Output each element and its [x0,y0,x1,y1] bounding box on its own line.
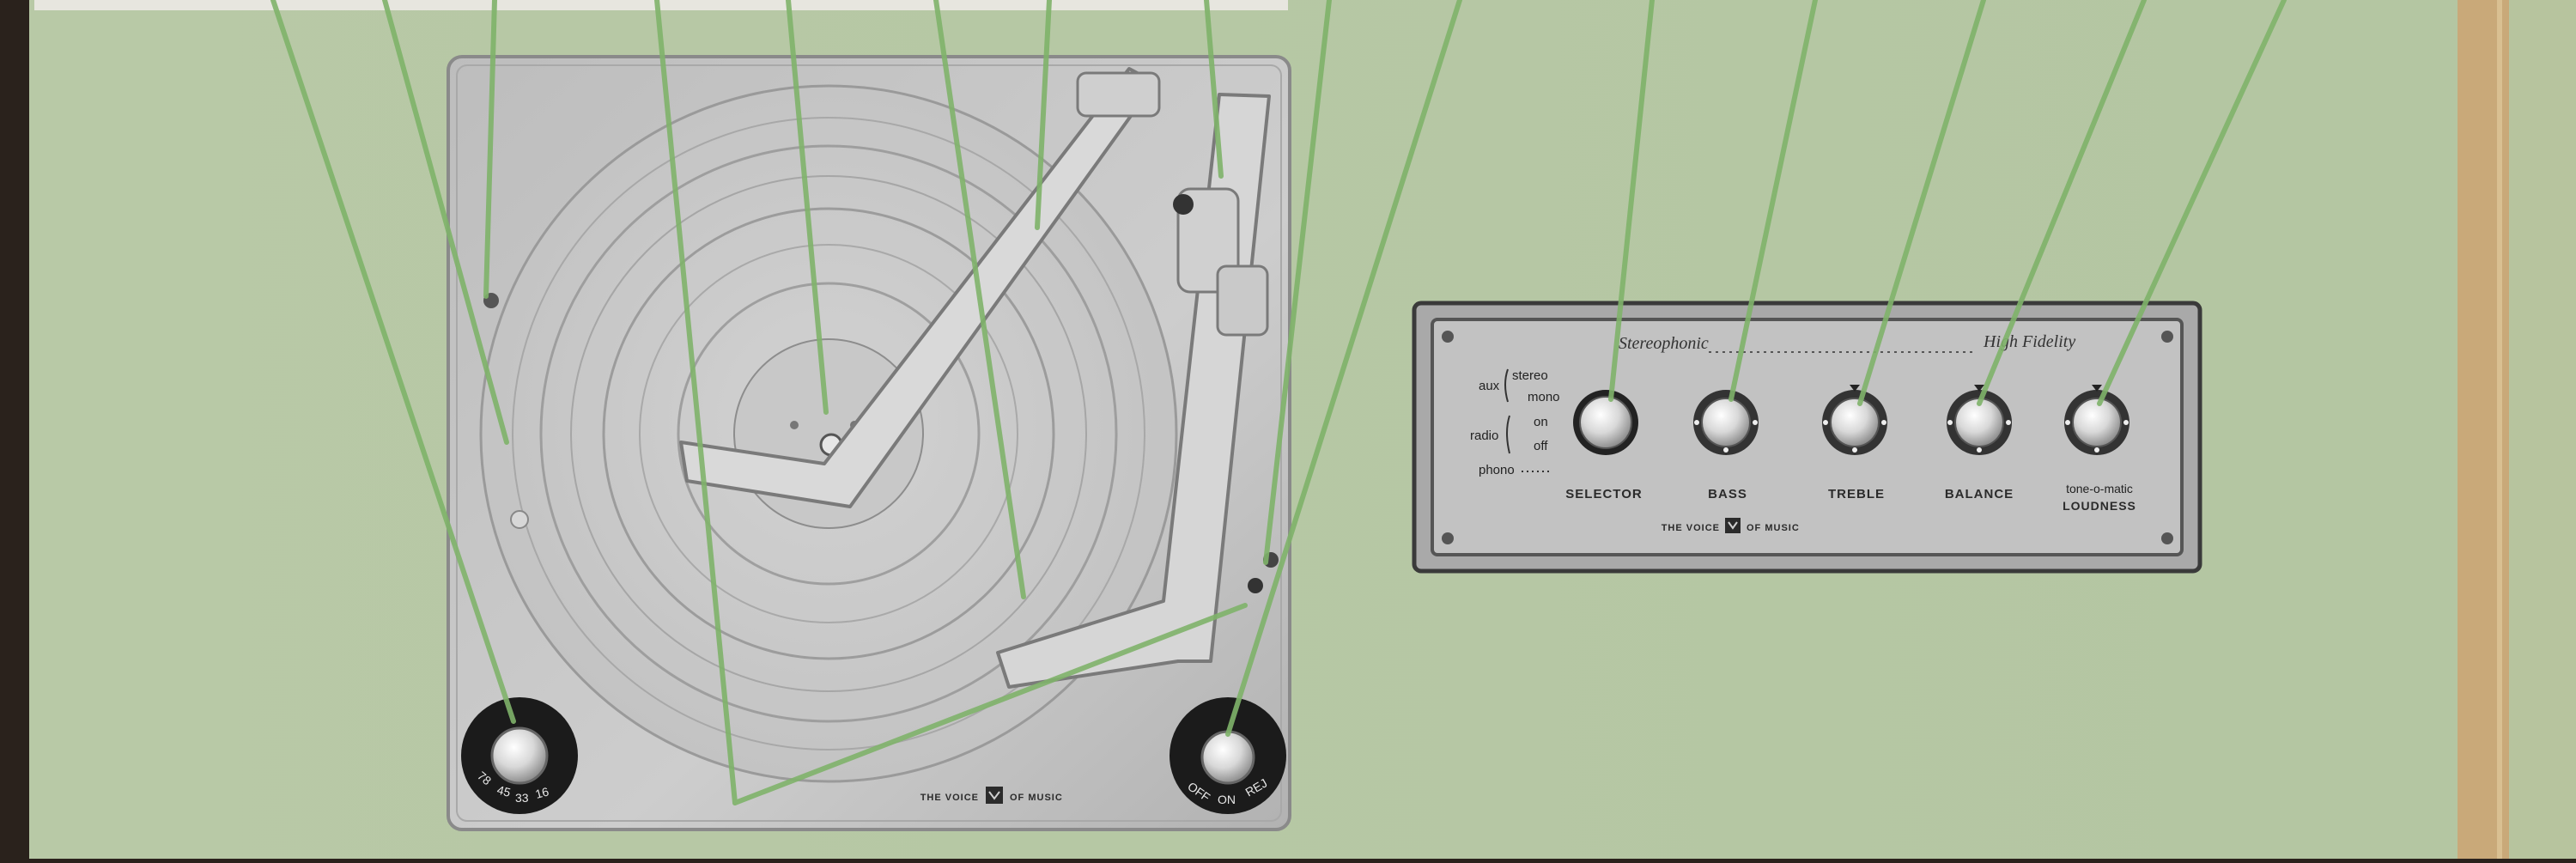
callout-lines [270,0,2287,805]
deck-screw [1248,578,1263,593]
header-high-fidelity: High Fidelity [1983,332,2075,351]
treble-knob[interactable] [1822,385,1887,455]
turntable-brand: THE VOICE OF MUSIC [920,787,1063,804]
speed-33-label: 33 [515,791,529,805]
amplifier-brand: THE VOICE OF MUSIC [1662,518,1800,533]
selector-position-labels: aux stereo mono radio on off phono [1470,368,1560,477]
amp-brand-logo-icon [1725,518,1741,533]
brand-logo-icon [986,787,1003,804]
phono-label: phono [1479,463,1515,477]
amplifier-brand-right: OF MUSIC [1747,523,1800,533]
loudness-label: LOUDNESS [2063,499,2136,513]
header-stereophonic: Stereophonic [1619,334,1709,353]
tonearm-pivot [1173,194,1194,215]
turntable: 78 45 33 16 OFF ON REJ THE VOICE OF MUSI… [447,55,1291,831]
balance-knob[interactable] [1947,385,2012,455]
aux-label: aux [1479,379,1500,393]
speed-knob[interactable]: 78 45 33 16 [461,697,578,814]
tonearm [996,93,1271,689]
radio-on-label: on [1534,415,1548,429]
turntable-brand-right: OF MUSIC [1010,793,1063,803]
mode-on-label: ON [1218,793,1236,806]
amplifier-brand-left: THE VOICE [1662,523,1720,533]
balance-label: BALANCE [1945,487,2014,501]
deck-hole [510,510,529,529]
bass-label: BASS [1708,487,1747,501]
treble-label: TREBLE [1828,487,1885,501]
radio-label: radio [1470,428,1498,443]
loudness-knob[interactable] [2064,385,2129,455]
aux-mono-label: mono [1528,390,1560,404]
selector-label: SELECTOR [1565,487,1642,501]
radio-off-label: off [1534,439,1548,453]
tone-o-matic-label: tone-o-matic [2066,482,2133,495]
turntable-brand-left: THE VOICE [920,793,979,803]
selector-knob[interactable] [1573,390,1638,455]
mode-knob[interactable]: OFF ON REJ [1170,697,1286,814]
amplifier-panel: Stereophonic High Fidelity aux stereo mo… [1412,301,2202,574]
speed-16-label: 16 [534,784,550,801]
aux-stereo-label: stereo [1512,368,1548,383]
bass-knob[interactable] [1693,390,1759,455]
speed-45-label: 45 [495,782,512,799]
